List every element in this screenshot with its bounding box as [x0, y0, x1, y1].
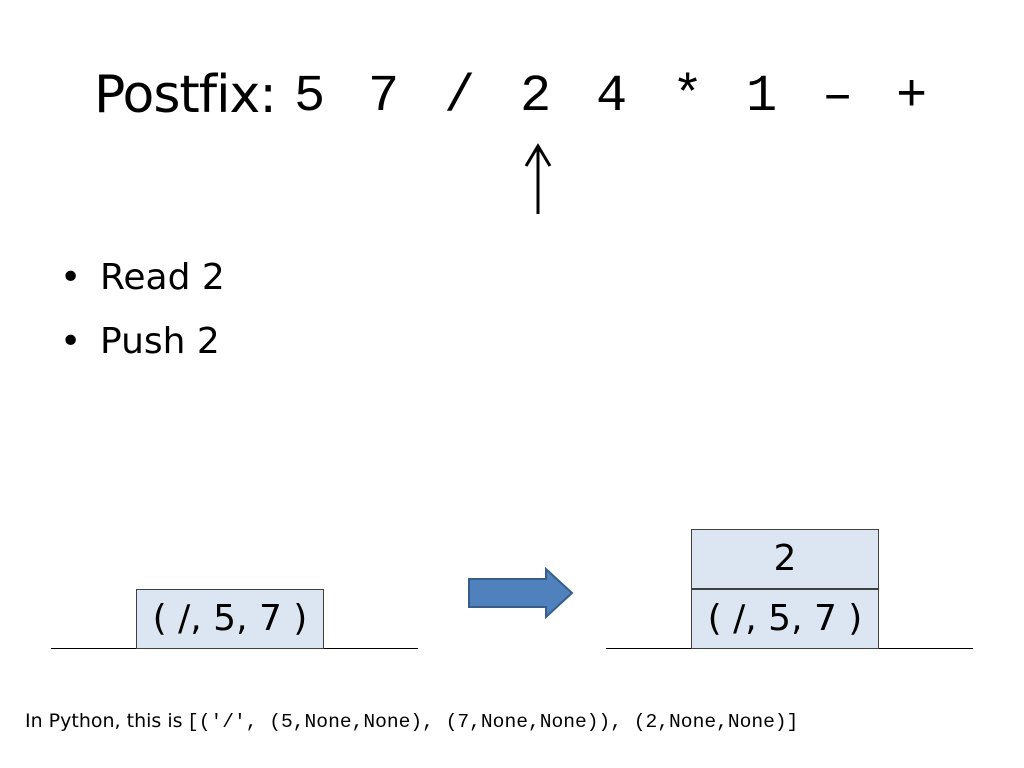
- postfix-token: 7: [368, 67, 400, 126]
- stack-before-item: ( /, 5, 7 ): [136, 589, 324, 649]
- up-arrow-icon: [524, 143, 552, 214]
- postfix-token: /: [444, 67, 476, 126]
- python-code: [('/', (5,None,None), (7,None,None)), (2…: [186, 711, 799, 733]
- postfix-label: Postfix:: [94, 65, 277, 125]
- python-representation: In Python, this is [('/', (5,None,None),…: [25, 706, 798, 736]
- postfix-token-current: 2: [520, 67, 552, 126]
- stack-after-top-item: 2: [691, 529, 879, 589]
- right-arrow-icon: [468, 566, 574, 620]
- postfix-token: *: [672, 67, 704, 126]
- postfix-token: 1: [746, 67, 778, 126]
- step-text: Push 2: [100, 321, 220, 362]
- postfix-token: 5: [294, 67, 326, 126]
- bullet-icon: •: [60, 321, 82, 362]
- python-prefix: In Python, this is: [25, 710, 183, 732]
- bullet-icon: •: [60, 257, 82, 298]
- postfix-token: 4: [596, 67, 628, 126]
- postfix-token: –: [822, 67, 854, 126]
- postfix-token: +: [896, 67, 928, 126]
- step-text: Read 2: [100, 257, 225, 298]
- stack-after-bottom-item: ( /, 5, 7 ): [691, 589, 879, 649]
